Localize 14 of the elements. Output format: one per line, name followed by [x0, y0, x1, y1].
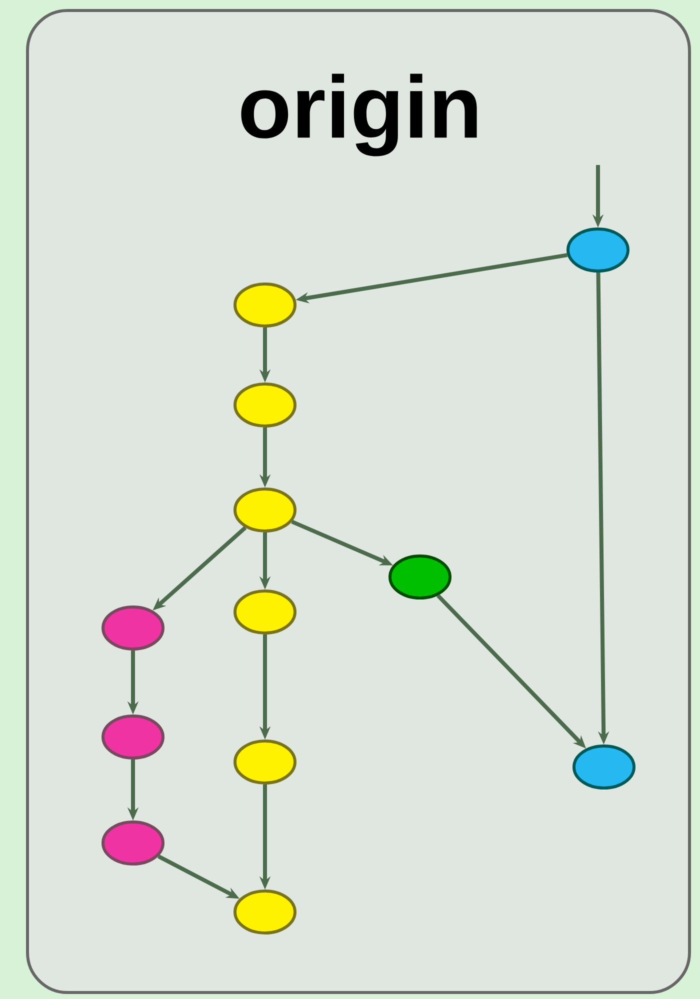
commit-dot — [102, 606, 164, 650]
commit-dot — [234, 488, 296, 532]
commit-dot — [234, 890, 296, 934]
commit-dot — [572, 744, 636, 790]
commit-dot — [234, 740, 296, 784]
commit-dot — [388, 554, 452, 600]
commit-dot — [566, 228, 630, 272]
commit-dot — [234, 590, 296, 634]
commit-dot — [234, 282, 296, 328]
commit-dot — [234, 382, 296, 428]
title: origin — [241, 74, 477, 156]
card — [26, 9, 691, 994]
commit-dot — [102, 820, 164, 866]
commit-dot — [102, 714, 164, 760]
